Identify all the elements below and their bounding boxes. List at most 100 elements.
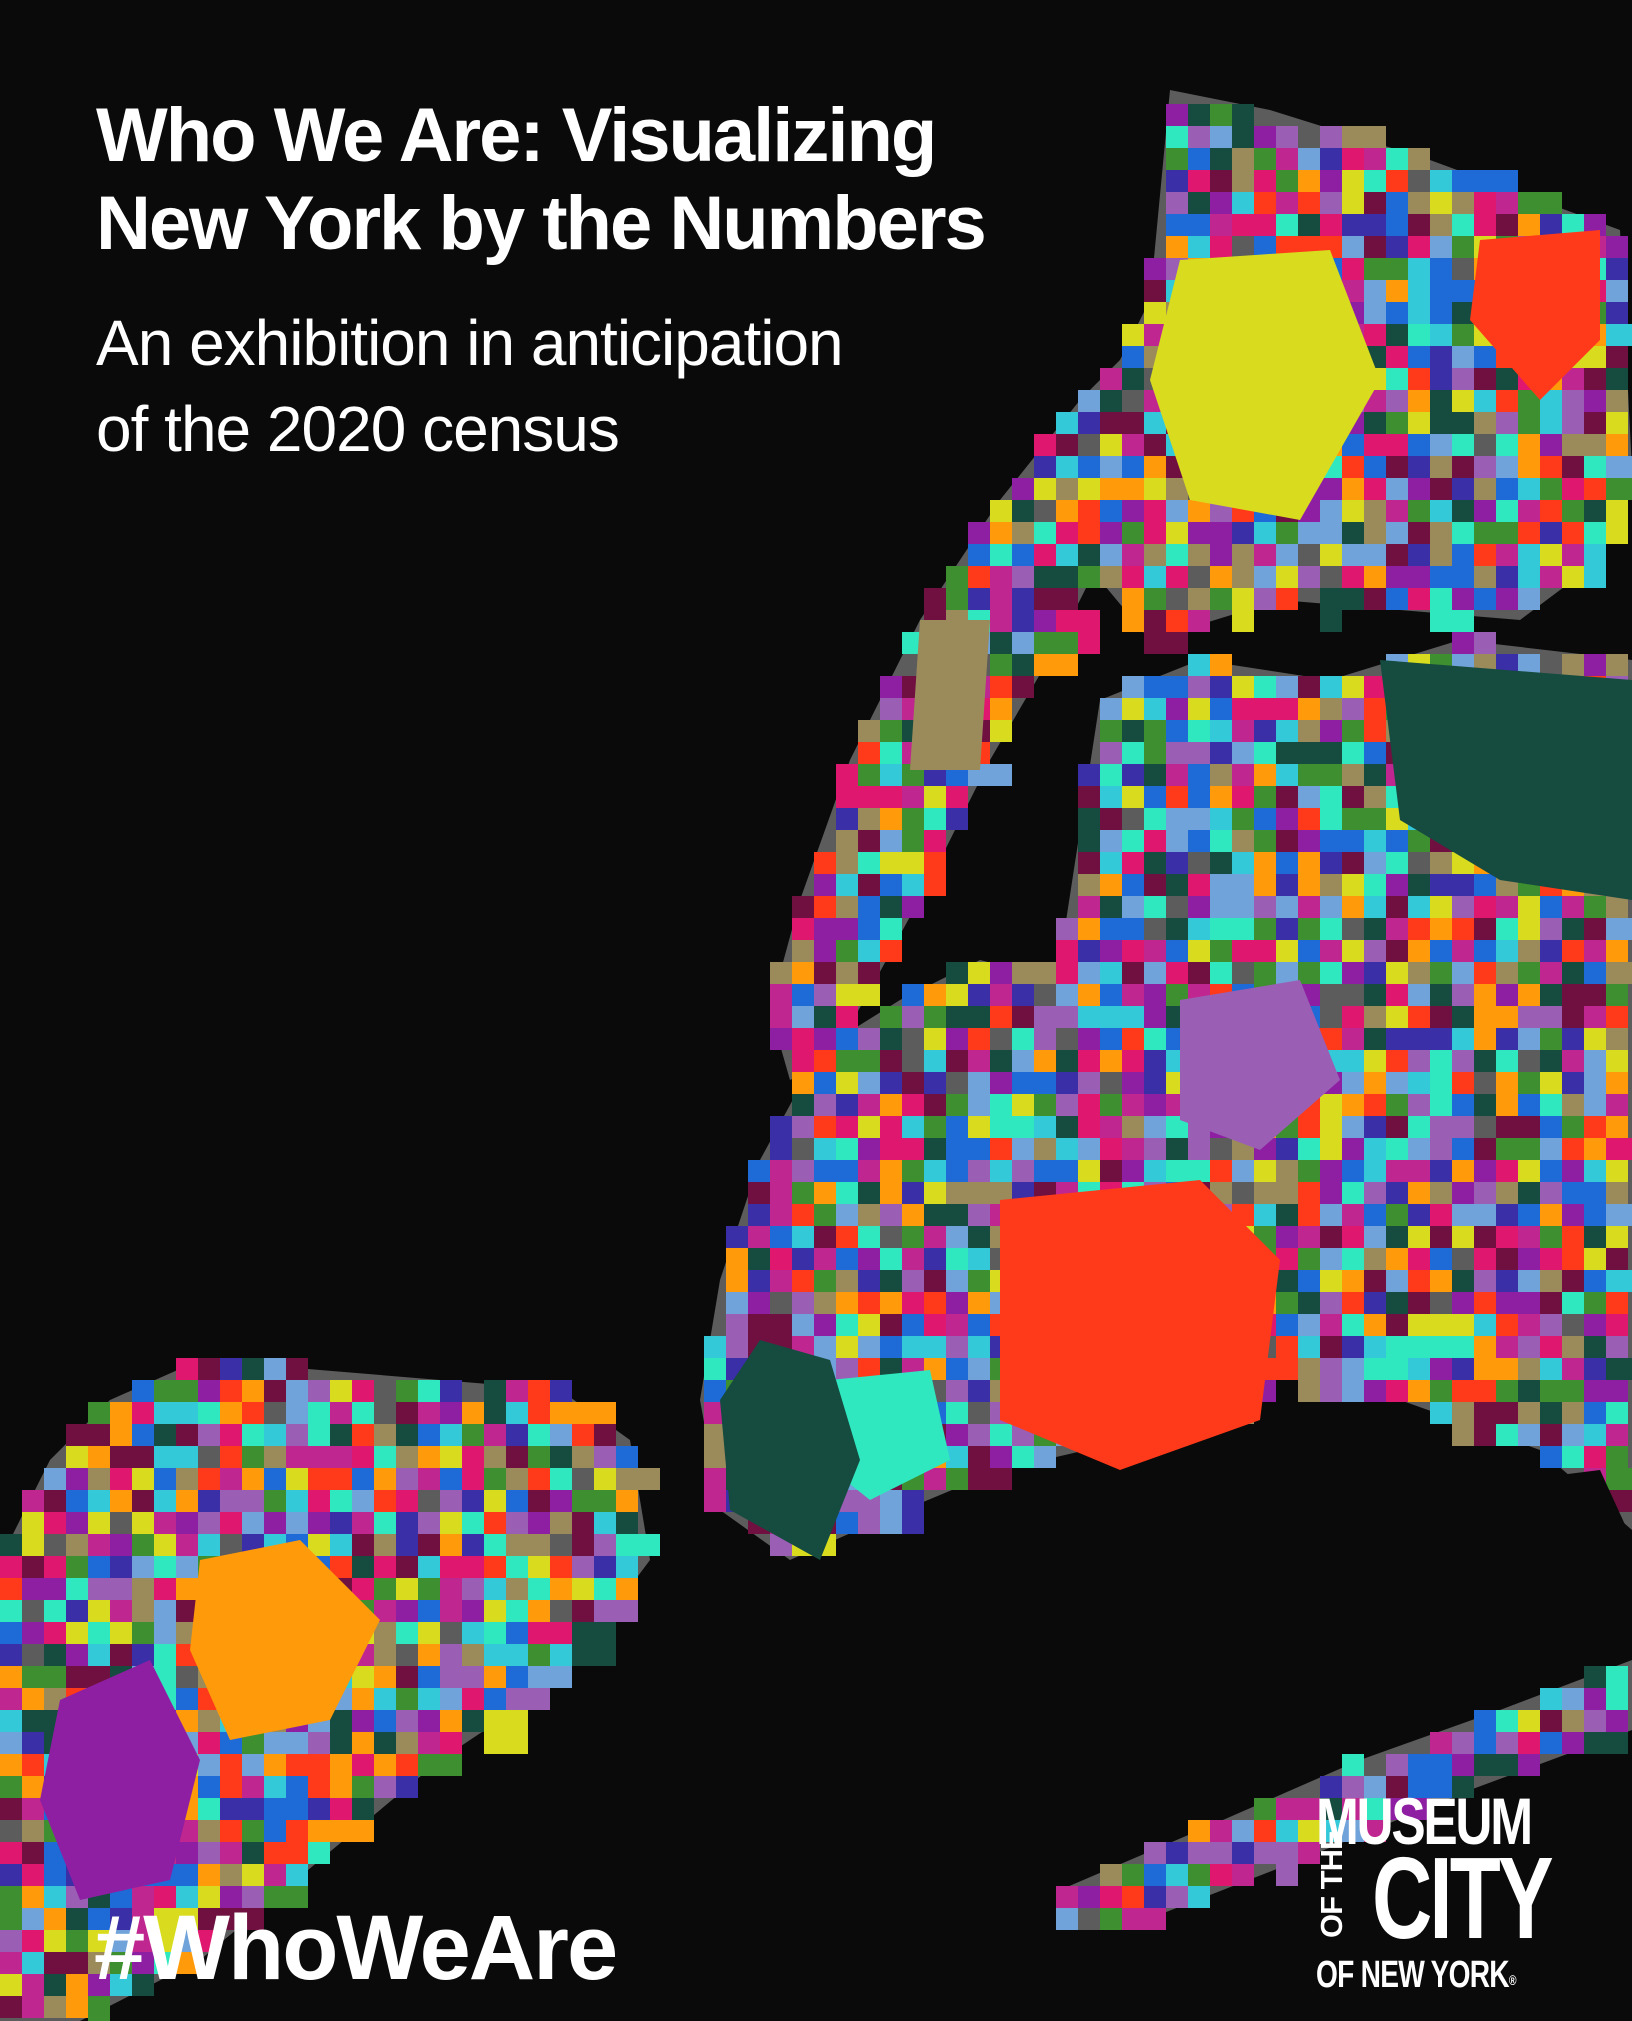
census-tract (1342, 1094, 1364, 1116)
census-tract (1408, 1314, 1430, 1336)
census-tract (858, 1116, 880, 1138)
census-tract (572, 1534, 594, 1556)
census-tract (1452, 1072, 1474, 1094)
census-tract (1518, 412, 1540, 434)
census-tract (1210, 544, 1232, 566)
census-tract (176, 1952, 198, 1974)
census-tract (110, 1556, 132, 1578)
census-tract (1188, 742, 1210, 764)
census-tract (1496, 500, 1518, 522)
census-tract (1144, 280, 1166, 302)
census-tract (484, 1402, 506, 1424)
census-tract (968, 1116, 990, 1138)
census-tract (418, 1512, 440, 1534)
census-tract (858, 1028, 880, 1050)
census-tract (902, 984, 924, 1006)
census-tract (132, 1424, 154, 1446)
census-tract (616, 1578, 638, 1600)
census-tract (968, 1160, 990, 1182)
census-tract (528, 1402, 550, 1424)
census-tract (880, 1314, 902, 1336)
census-tract (946, 962, 968, 984)
census-tract (792, 1028, 814, 1072)
census-tract (1474, 1138, 1496, 1160)
census-tract (1298, 170, 1320, 192)
census-tract (506, 1446, 528, 1468)
census-tract (1342, 698, 1364, 720)
census-tract (704, 1446, 726, 1468)
census-tract (1562, 522, 1584, 544)
census-tract (1320, 126, 1342, 148)
census-tract (1034, 1072, 1056, 1094)
census-tract (1320, 1138, 1342, 1160)
census-tract (924, 786, 946, 808)
census-tract (1386, 1248, 1408, 1270)
census-tract (1078, 390, 1100, 412)
census-tract (902, 808, 924, 852)
census-tract (1122, 720, 1144, 742)
census-tract (814, 962, 836, 984)
census-tract (0, 1600, 22, 1622)
census-tract (1232, 522, 1254, 544)
census-tract (0, 1556, 22, 1578)
census-tract (1452, 1380, 1474, 1402)
census-tract (1320, 588, 1342, 632)
census-tract (1496, 1204, 1518, 1226)
census-tract (1408, 1270, 1430, 1292)
census-tract (1364, 962, 1386, 984)
census-tract (1188, 874, 1210, 896)
census-tract (880, 1270, 902, 1292)
census-tract (330, 1820, 374, 1842)
census-tract (1430, 918, 1452, 940)
census-tract (990, 566, 1012, 588)
census-tract (1474, 1336, 1496, 1358)
census-tract (1408, 896, 1430, 918)
census-tract (176, 1402, 198, 1424)
census-tract (1078, 1094, 1100, 1116)
census-tract (1210, 852, 1232, 874)
census-tract (1430, 412, 1452, 434)
census-tract (1232, 874, 1254, 896)
census-tract (352, 1468, 374, 1490)
census-tract (572, 1446, 594, 1468)
census-tract (1210, 192, 1232, 214)
census-tract (1012, 632, 1034, 654)
census-tract (1210, 808, 1232, 830)
census-tract (1298, 1138, 1320, 1160)
census-tract (1100, 1138, 1122, 1160)
census-tract (1452, 390, 1474, 412)
census-tract (396, 1776, 418, 1798)
census-tract (1342, 962, 1364, 984)
census-tract (1518, 1314, 1540, 1336)
census-tract (1518, 192, 1562, 214)
census-tract (1452, 1028, 1474, 1050)
census-tract (1166, 566, 1188, 588)
census-tract (440, 1556, 484, 1578)
census-tract (0, 1996, 22, 2018)
census-tract (1276, 830, 1298, 852)
census-tract (1430, 1314, 1452, 1336)
census-tract (1364, 940, 1386, 962)
census-tract (242, 1468, 264, 1490)
census-tract (1408, 566, 1430, 588)
census-tract (1386, 346, 1408, 368)
census-tract (1364, 280, 1386, 302)
census-tract (308, 1402, 330, 1446)
census-tract (1276, 1248, 1298, 1270)
census-tract (1364, 1798, 1386, 1820)
census-tract (1276, 720, 1298, 742)
logo-city: CITY (1372, 1833, 1554, 1963)
census-tract (1034, 566, 1056, 588)
census-tract (1364, 478, 1386, 500)
census-tract (1144, 566, 1166, 588)
census-tract (1100, 1908, 1122, 1930)
census-tract (110, 1468, 132, 1490)
census-tract (572, 1622, 616, 1666)
census-tract (1056, 588, 1078, 610)
census-tract (726, 1336, 748, 1358)
census-tract (1474, 1732, 1496, 1754)
census-tract (902, 786, 924, 808)
census-tract (1166, 1864, 1188, 1886)
census-tract (748, 1160, 770, 1182)
census-tract (506, 1402, 528, 1424)
